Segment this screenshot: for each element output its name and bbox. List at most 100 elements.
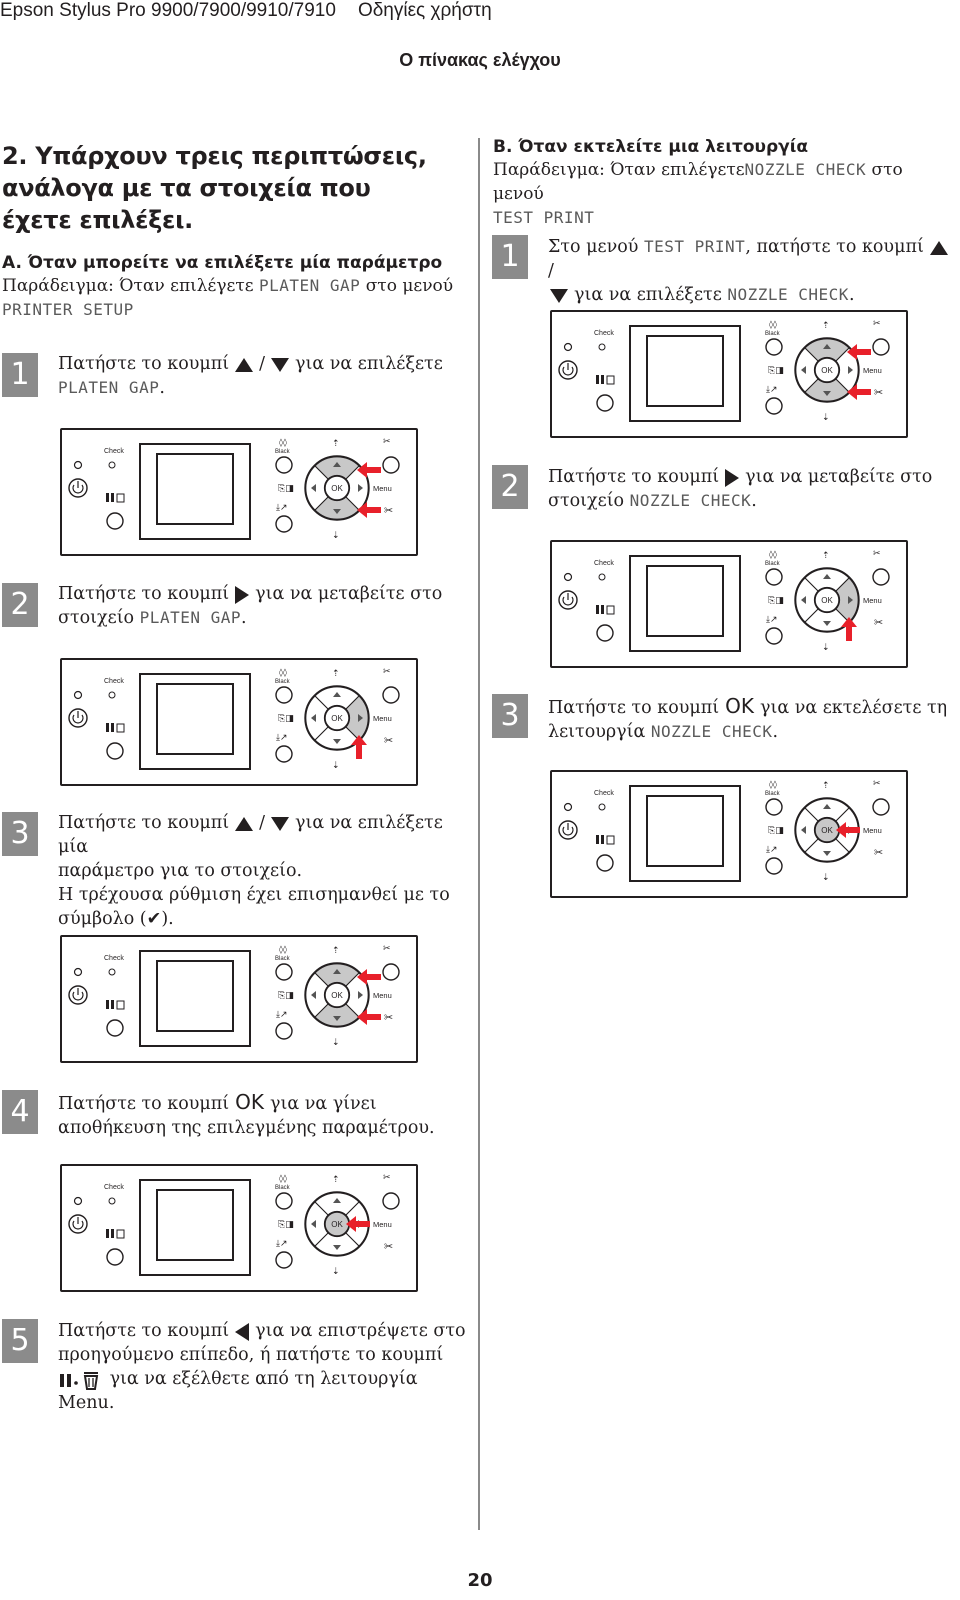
step-text-1: Πατήστε το κουμπί — [58, 813, 230, 833]
ok-label: OK — [821, 596, 833, 605]
dpad-right-arrow-icon — [848, 366, 853, 374]
red-pointer-arrow — [351, 735, 367, 759]
black-label: Black — [275, 1185, 291, 1191]
dpad-left-arrow-icon — [801, 826, 806, 834]
separator: / — [548, 261, 554, 281]
paper-up-icon: ⇡ — [822, 321, 830, 331]
check-light-icon — [73, 1196, 83, 1206]
black-label: Black — [765, 561, 781, 567]
step-item: NOZZLE CHECK — [727, 285, 849, 304]
scissors-icon: ✂ — [384, 1011, 393, 1024]
step-text-3: στοιχείο — [548, 491, 625, 511]
paper-source-icon: ⎘◨ — [768, 826, 784, 836]
ok-button — [324, 705, 350, 731]
dpad-left-arrow-icon — [311, 714, 316, 722]
black-label: Black — [275, 956, 291, 962]
pause-button-icon — [106, 1248, 124, 1266]
cutter-setting-icon: ✂ — [873, 549, 881, 559]
red-pointer-arrow — [847, 344, 871, 360]
step-end: . — [241, 608, 247, 628]
trash-icon — [606, 835, 615, 845]
dpad-up-arrow-icon — [823, 804, 831, 809]
right-arrow-icon — [725, 468, 740, 487]
power-button-icon — [68, 1214, 88, 1234]
pause-icon — [106, 723, 109, 732]
menu-label: Menu — [373, 991, 392, 1000]
case-a-example: Παράδειγμα: Όταν επιλέγετε PLATEN GAP στ… — [2, 274, 462, 322]
pause-icon — [111, 1000, 114, 1009]
red-pointer-arrow — [357, 502, 381, 518]
cutter-button-icon — [382, 456, 400, 474]
cutter-button-icon — [382, 686, 400, 704]
step-text: Πατήστε το κουμπί/για να επιλέξετε PLATE… — [58, 352, 468, 400]
scissors-icon: ✂ — [874, 616, 883, 629]
column-divider — [478, 138, 480, 1530]
check-label: Check — [594, 330, 614, 337]
trash-icon — [116, 723, 125, 733]
down-arrow-icon — [271, 816, 290, 831]
check-light-icon — [563, 342, 573, 352]
feed-button-icon — [275, 745, 293, 763]
section-title: Ο πίνακας ελέγχου — [399, 50, 561, 70]
dpad-right-arrow-icon — [848, 596, 853, 604]
paper-up-icon: ⇡ — [332, 946, 340, 956]
ink-drop-icon: ◊◊ — [279, 438, 287, 447]
ok-label: OK — [331, 1220, 343, 1229]
power-button-icon — [558, 590, 578, 610]
lcd-screen — [156, 1189, 234, 1261]
pause-cancel-icon — [60, 1371, 99, 1390]
example-prefix: Παράδειγμα: Όταν επιλέγετε — [493, 160, 745, 180]
cutter-button-icon — [872, 798, 890, 816]
pause-icon — [596, 605, 599, 614]
example-menu: TEST PRINT — [493, 208, 595, 227]
cutter-setting-icon: ✂ — [873, 319, 881, 329]
checkmark-icon: ✔ — [146, 909, 162, 929]
dpad-left-arrow-icon — [311, 991, 316, 999]
power-button-icon — [68, 708, 88, 728]
power-button-icon — [68, 478, 88, 498]
step-item: PLATEN GAP — [58, 378, 160, 397]
check-indicator-icon — [108, 691, 116, 699]
cutter-button-icon — [382, 963, 400, 981]
example-prefix: Παράδειγμα: Όταν επιλέγετε — [2, 276, 254, 296]
step-line-4b: ). — [161, 909, 174, 929]
lcd-screen — [156, 960, 234, 1032]
cutter-button-icon — [382, 1192, 400, 1210]
step-text-2: για να μεταβείτε στο — [255, 584, 443, 604]
ok-label: OK — [821, 826, 833, 835]
ok-button-icon: OK — [235, 1090, 264, 1114]
step-line-3: για να εξέλθετε από τη λειτουργία Menu. — [58, 1369, 418, 1413]
case-b: B. Όταν εκτελείτε μια λειτουργία Παράδει… — [493, 136, 953, 230]
step-text-1: Στο μενού — [548, 237, 639, 257]
black-label: Black — [275, 679, 291, 685]
menu-label: Menu — [863, 826, 882, 835]
example-item: PLATEN GAP — [258, 276, 361, 295]
dpad-down-arrow-icon — [333, 1016, 341, 1021]
step-text-1: Πατήστε το κουμπί — [548, 698, 720, 718]
pause-icon — [111, 493, 114, 502]
dpad-left-arrow-icon — [311, 1220, 316, 1228]
example-mid: στο μενού — [365, 276, 454, 296]
pause-icon — [111, 723, 114, 732]
step-text-2: για να μεταβείτε στο — [745, 467, 933, 487]
feed-button-icon — [275, 515, 293, 533]
step-number: 2 — [492, 465, 528, 509]
ok-label: OK — [331, 484, 343, 493]
case-a: A. Όταν μπορείτε να επιλέξετε μία παράμε… — [2, 252, 462, 322]
ok-label: OK — [821, 366, 833, 375]
cutter-setting-icon: ✂ — [383, 1173, 391, 1183]
step-text-3: λειτουργία — [548, 722, 646, 742]
paper-source-icon: ⎘◨ — [278, 991, 294, 1001]
up-arrow-icon — [235, 816, 254, 831]
ink-drop-icon: ◊◊ — [279, 1174, 287, 1183]
menu-label: Menu — [863, 366, 882, 375]
scissors-icon: ✂ — [874, 386, 883, 399]
trash-icon — [116, 493, 125, 503]
paper-up-icon: ⇡ — [332, 439, 340, 449]
paper-feed-icon: ⤓↗ — [766, 615, 778, 625]
feed-button-icon — [765, 397, 783, 415]
power-button-icon — [68, 985, 88, 1005]
